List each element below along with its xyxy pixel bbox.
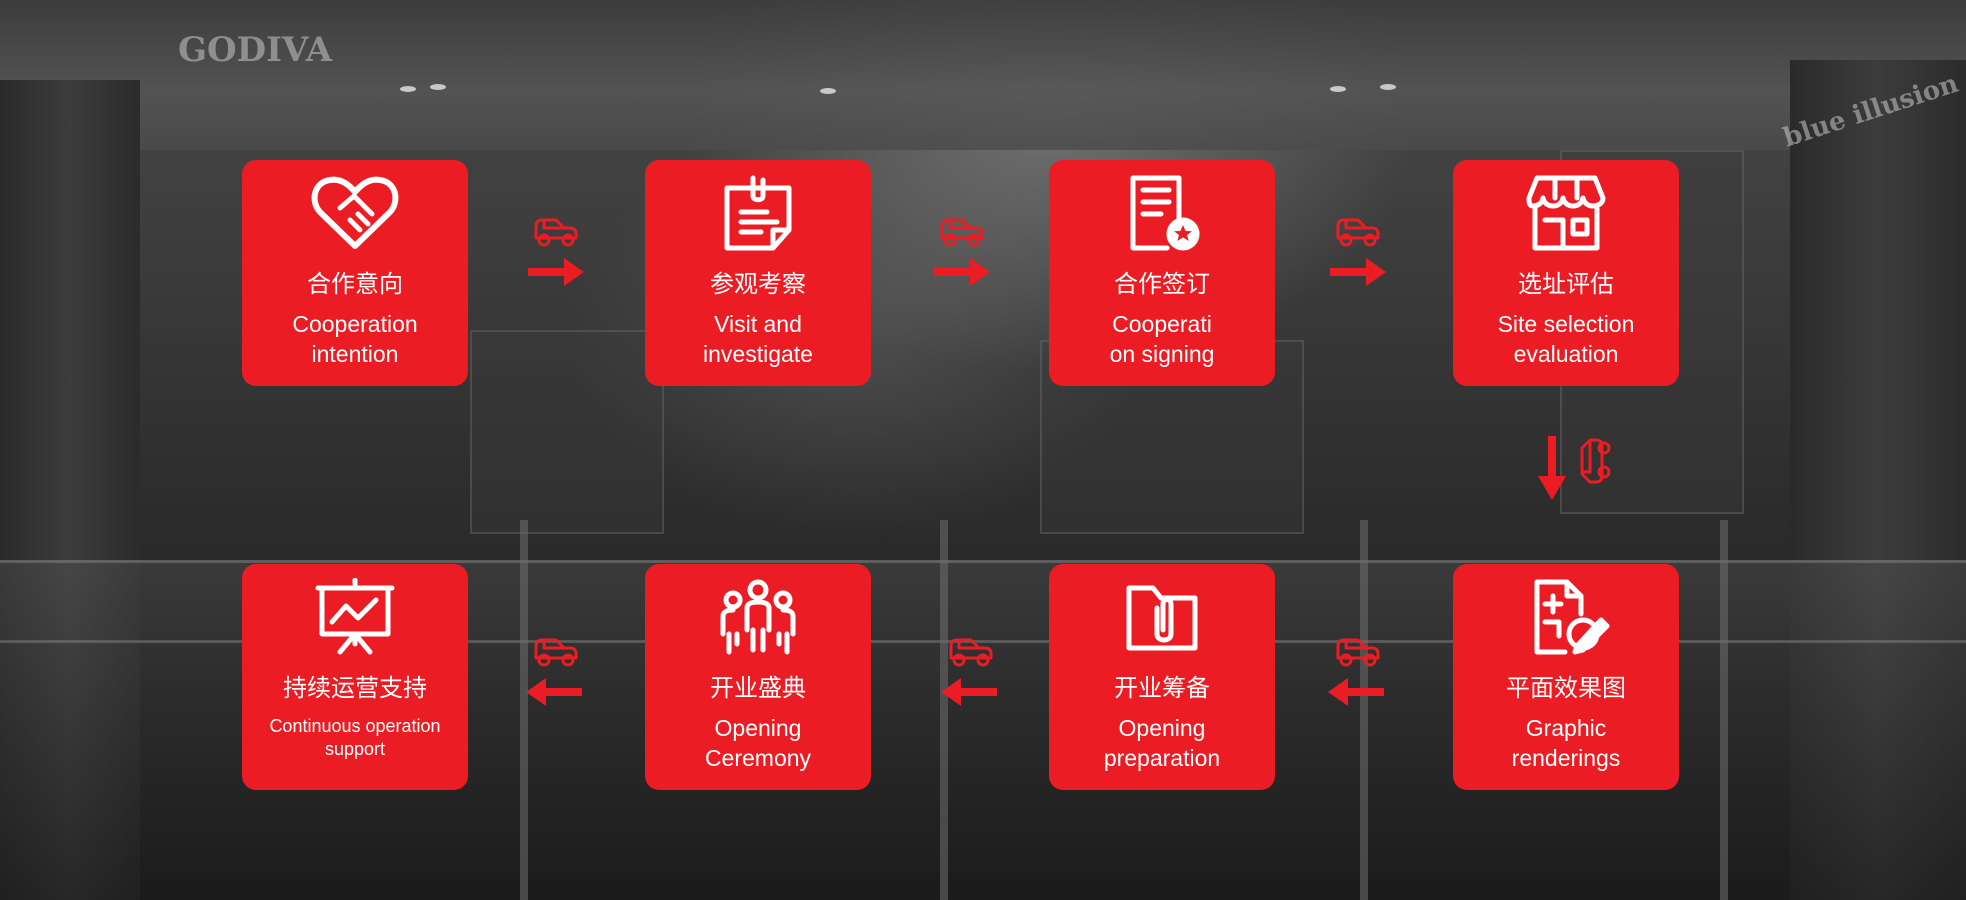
step-title-en: Site selection evaluation — [1497, 311, 1635, 367]
background-light — [400, 86, 416, 92]
step-card-opening-preparation: 开业筹备 Opening preparation — [1049, 564, 1275, 790]
storefront-icon — [1521, 174, 1611, 252]
background-post — [940, 520, 948, 900]
connector-left — [520, 628, 590, 718]
connector-left — [1322, 628, 1392, 718]
step-title-en: Cooperation intention — [292, 311, 418, 367]
background-light — [430, 84, 446, 90]
step-card-opening-ceremony: 开业盛典 Opening Ceremony — [645, 564, 871, 790]
step-title-zh: 开业盛典 — [710, 674, 806, 702]
step-card-cooperation-signing: 合作签订 Cooperati on signing — [1049, 160, 1275, 386]
step-title-zh: 合作签订 — [1114, 270, 1210, 298]
background-light — [1330, 86, 1346, 92]
car-icon — [934, 218, 990, 286]
step-title-zh: 开业筹备 — [1114, 674, 1210, 702]
background-post — [1720, 520, 1728, 900]
car-icon — [1330, 218, 1386, 286]
connector-right — [1328, 208, 1398, 298]
step-title-en: Opening preparation — [1103, 715, 1221, 771]
connector-down — [1530, 432, 1620, 504]
certificate-star-icon — [1117, 174, 1207, 252]
car-icon — [941, 638, 997, 706]
connector-right — [526, 208, 596, 298]
step-card-visit-investigate: 参观考察 Visit and investigate — [645, 160, 871, 386]
step-title-zh: 合作意向 — [307, 270, 403, 298]
team-people-icon — [713, 578, 803, 656]
background-rail — [0, 640, 1966, 643]
step-title-en: Opening Ceremony — [704, 715, 812, 771]
step-card-cooperation-intention: 合作意向 Cooperation intention — [242, 160, 468, 386]
step-title-en: Continuous operation support — [269, 716, 441, 759]
background-light — [820, 88, 836, 94]
clipboard-note-icon — [713, 174, 803, 252]
background-ceiling — [0, 0, 1966, 150]
background-rail — [0, 560, 1966, 563]
background-store-sign: GODIVA — [178, 30, 333, 70]
step-card-graphic-renderings: 平面效果图 Graphic renderings — [1453, 564, 1679, 790]
presentation-chart-icon — [310, 577, 400, 656]
background-shopfront — [470, 330, 664, 534]
step-title-en: Visit and investigate — [703, 311, 813, 367]
car-icon — [1538, 436, 1611, 500]
blueprint-pen-icon — [1521, 578, 1611, 656]
step-card-site-selection: 选址评估 Site selection evaluation — [1453, 160, 1679, 386]
step-title-zh: 参观考察 — [710, 270, 806, 298]
step-title-zh: 持续运营支持 — [283, 674, 427, 702]
step-title-en: Graphic renderings — [1511, 715, 1621, 771]
step-title-en: Cooperati on signing — [1109, 311, 1215, 367]
car-icon — [528, 218, 584, 286]
folder-paperclip-icon — [1117, 578, 1207, 656]
background-light — [1380, 84, 1396, 90]
background-post — [1360, 520, 1368, 900]
step-title-zh: 选址评估 — [1518, 270, 1614, 298]
step-card-continuous-operation: 持续运营支持 Continuous operation support — [242, 564, 468, 790]
connector-right — [932, 208, 1002, 298]
step-title-zh: 平面效果图 — [1506, 674, 1626, 702]
background-post — [520, 520, 528, 900]
car-icon — [526, 638, 582, 706]
connector-left — [935, 628, 1005, 718]
car-icon — [1328, 638, 1384, 706]
handshake-heart-icon — [310, 174, 400, 252]
